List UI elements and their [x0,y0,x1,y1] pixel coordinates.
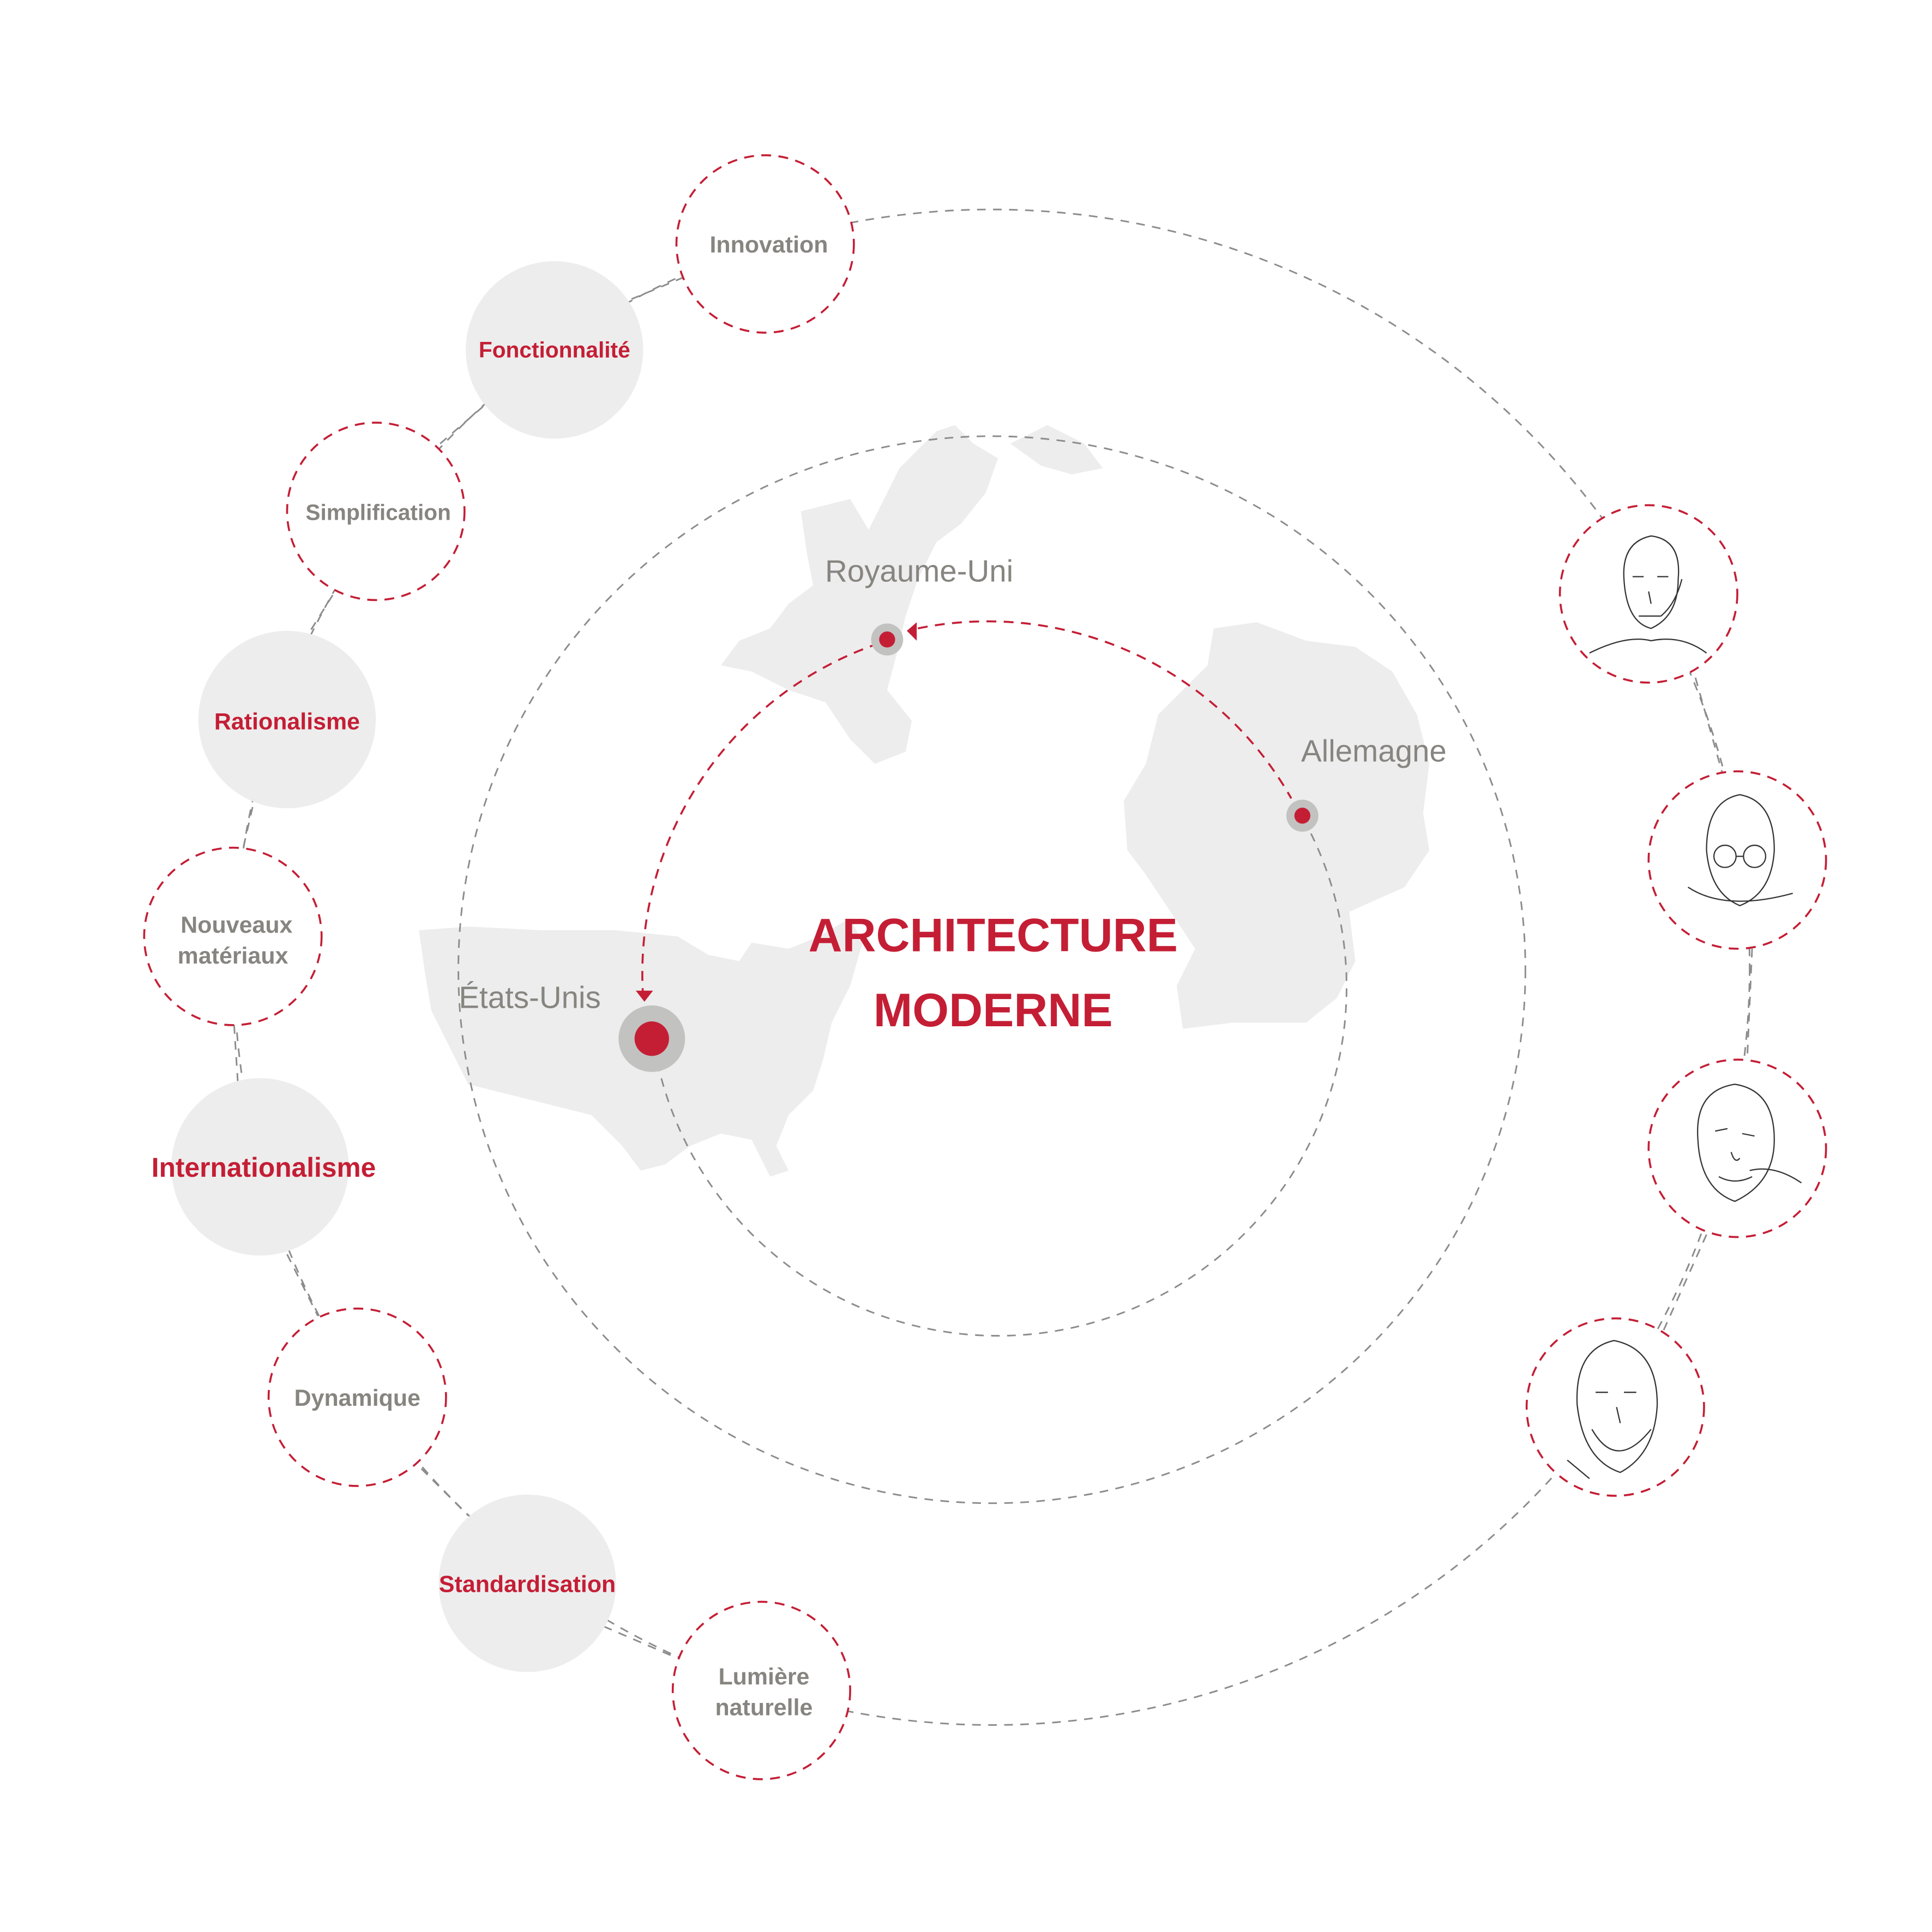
svg-text:Standardisation: Standardisation [439,1571,616,1597]
concept-standardisation[interactable]: Standardisation [438,1494,616,1672]
architect-portrait-2[interactable] [1647,770,1827,950]
inner-orbit-gray-arc [652,818,1347,1337]
svg-text:Simplification: Simplification [305,500,451,525]
architect-portrait-3[interactable] [1647,1058,1827,1238]
svg-text:Fonctionnalité: Fonctionnalité [479,337,630,362]
portrait-sketch-icon [1696,1084,1802,1202]
concept-nouveaux-materiaux[interactable]: Nouveaux matériaux [143,846,323,1026]
concept-dynamique[interactable]: Dynamique [267,1307,447,1487]
svg-text:Innovation: Innovation [709,232,828,258]
arrowhead-to-uk [907,622,917,641]
map-germany [1123,622,1430,1029]
concept-rationalisme[interactable]: Rationalisme [198,630,376,809]
concept-innovation[interactable]: Innovation [675,154,855,334]
svg-text:Internationalisme: Internationalisme [152,1152,376,1183]
portrait-sketch-icon [1567,1340,1658,1479]
page-title-line1: ARCHITECTURE [809,909,1178,961]
svg-text:Rationalisme: Rationalisme [214,709,360,735]
map-uk-region [720,425,998,764]
map-scandinavia-fragment [1010,425,1103,474]
outer-orbit [233,208,1751,1726]
portrait-sketch-icon [1687,794,1793,906]
architect-portrait-4[interactable] [1525,1317,1705,1497]
portrait-sketch-icon [1589,535,1707,654]
country-label-uk: Royaume-Uni [825,554,1013,588]
marker-uk[interactable] [871,623,904,656]
concept-chain-links [233,276,684,1658]
svg-text:Dynamique: Dynamique [294,1385,420,1411]
world-map-background [419,425,1430,1177]
arrowhead-to-usa [635,990,653,1002]
concept-internationalisme[interactable]: Internationalisme [152,1078,376,1256]
portrait-chain-links [1663,677,1753,1331]
svg-text:naturelle: naturelle [715,1694,812,1720]
marker-germany[interactable] [1286,799,1319,832]
svg-text:Lumière: Lumière [718,1664,809,1690]
inner-orbit-red-arc [641,640,888,998]
marker-usa[interactable] [618,1005,685,1072]
svg-text:matériaux: matériaux [178,943,288,969]
architect-portrait-1[interactable] [1558,504,1738,684]
page-title-line2: MODERNE [874,984,1113,1037]
concept-simplification[interactable]: Simplification [286,422,466,601]
concept-lumiere-naturelle[interactable]: Lumière naturelle [671,1600,851,1780]
country-label-usa: États-Unis [459,980,600,1014]
country-label-germany: Allemagne [1301,733,1447,768]
middle-orbit [458,435,1526,1504]
concept-fonctionnalite[interactable]: Fonctionnalité [466,261,643,439]
svg-text:Nouveaux: Nouveaux [180,912,292,938]
